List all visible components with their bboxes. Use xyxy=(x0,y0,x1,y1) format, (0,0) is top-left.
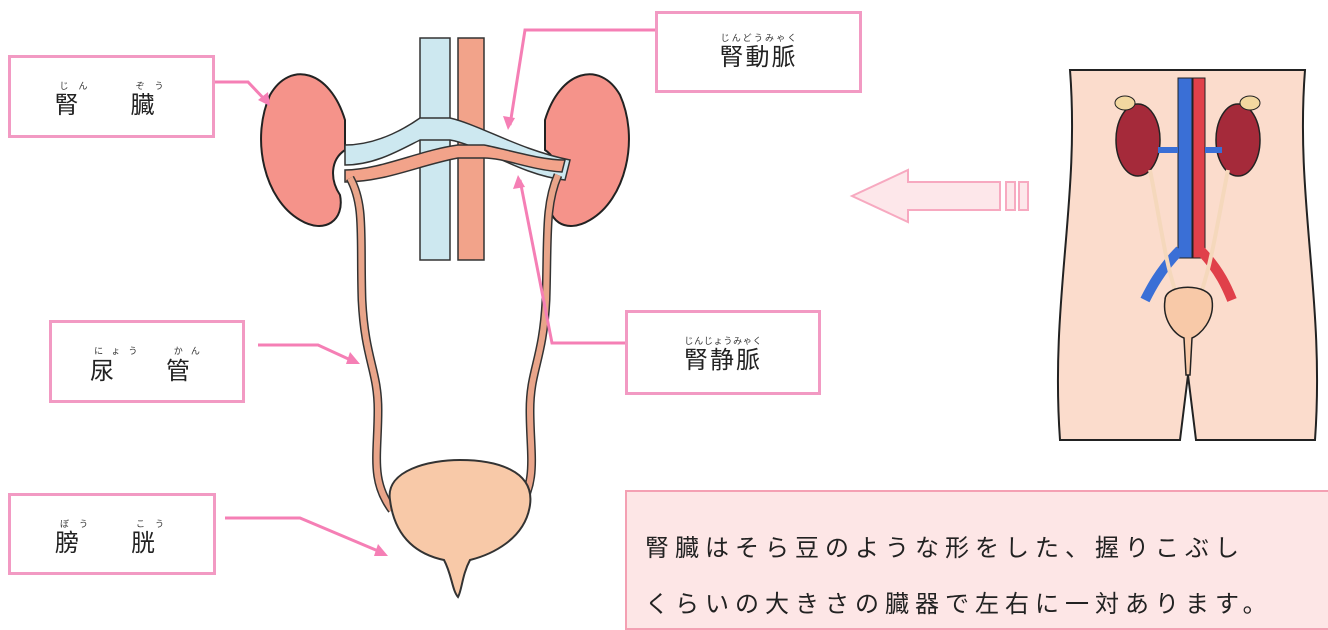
description-line-1: 腎臓はそら豆のような形をした、握りこぶし xyxy=(645,528,1245,563)
kidney-label: 腎 臓じん ぞう xyxy=(11,82,212,120)
torso-right-kidney xyxy=(1216,104,1260,176)
renal-vein-label-box: 腎静脈じんじょうみゃく xyxy=(625,310,821,395)
pointer-arrow xyxy=(852,170,1028,222)
bladder-label-box: 膀 胱ぼう こう xyxy=(8,493,216,575)
bladder-label: 膀 胱ぼう こう xyxy=(11,520,213,558)
left-kidney xyxy=(261,74,345,226)
torso-left-adrenal xyxy=(1115,96,1135,110)
kidney-label-box: 腎 臓じん ぞう xyxy=(8,55,215,138)
renal-vein-label: 腎静脈じんじょうみゃく xyxy=(628,337,818,375)
renal-artery-label-box: 腎動脈じんどうみゃく xyxy=(655,11,862,93)
ureter-label: 尿 管にょう かん xyxy=(52,347,242,386)
torso-left-kidney xyxy=(1116,104,1160,176)
bladder-organ xyxy=(390,460,531,597)
torso-right-adrenal xyxy=(1240,96,1260,110)
torso-illustration xyxy=(1058,70,1317,440)
description-box: 腎臓はそら豆のような形をした、握りこぶし くらいの大きさの臓器で左右に一対ありま… xyxy=(625,490,1328,630)
left-ureter xyxy=(350,178,392,510)
description-line-2: くらいの大きさの臓器で左右に一対あります。 xyxy=(645,584,1273,619)
right-kidney xyxy=(545,74,629,226)
ureter-label-box: 尿 管にょう かん xyxy=(49,320,245,403)
torso-vena-cava xyxy=(1178,78,1192,258)
renal-artery-label: 腎動脈じんどうみゃく xyxy=(658,34,859,72)
torso-aorta xyxy=(1193,78,1205,258)
